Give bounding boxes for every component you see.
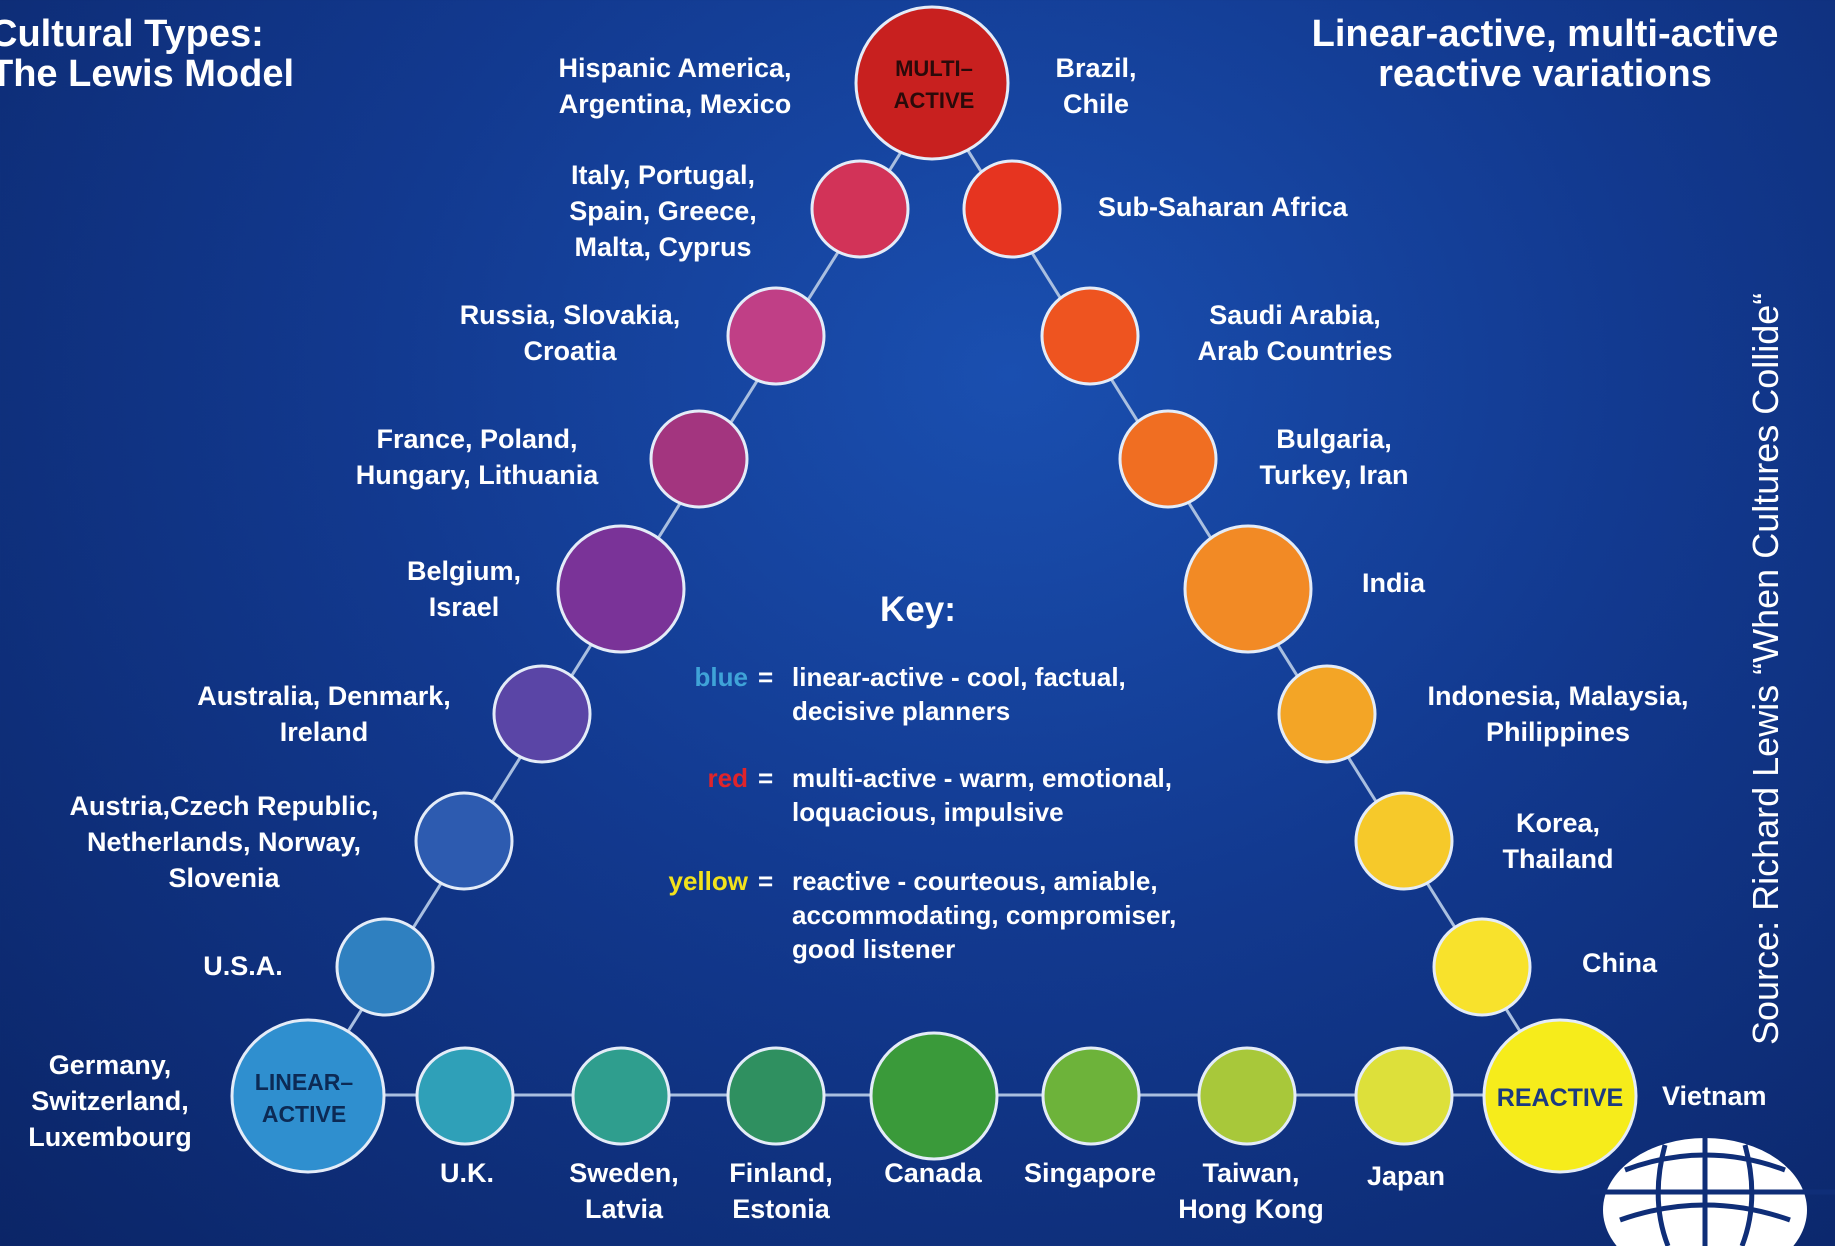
label-austria-czech: Austria,Czech Republic, Netherlands, Nor…: [69, 791, 379, 893]
node-circles: [230, 5, 1638, 1174]
key-blue-description: linear-active - cool, factual, decisive …: [792, 662, 1126, 726]
reactive-vertex: [1482, 1018, 1638, 1174]
node-singapore: [1041, 1046, 1141, 1146]
linear-active-vertex: [230, 1018, 386, 1174]
label-sweden-latvia: Sweden, Latvia: [569, 1158, 679, 1224]
label-germany-switzerland: Germany, Switzerland, Luxembourg: [28, 1050, 192, 1152]
node-korea: [1354, 791, 1454, 891]
node-sweden: [571, 1046, 671, 1146]
node-usa: [335, 917, 435, 1017]
label-singapore: Singapore: [1023, 1158, 1157, 1188]
node-bulgaria: [1118, 409, 1218, 509]
node-subsaharan: [962, 159, 1062, 259]
key-yellow-description: reactive - courteous, amiable, accommoda…: [792, 866, 1177, 964]
node-indonesia: [1277, 664, 1377, 764]
node-italy: [810, 159, 910, 259]
title-right-line1: Linear-active, multi-active: [1311, 13, 1779, 55]
title-left: Cultural Types: The Lewis Model: [0, 14, 294, 94]
label-indonesia-malaysia: Indonesia, Malaysia, Philippines: [1427, 681, 1689, 747]
key-blue-equals: =: [758, 662, 774, 692]
linear-active-vertex-label-l2: ACTIVE: [262, 1101, 346, 1127]
node-russia: [726, 286, 826, 386]
label-vietnam: Vietnam: [1662, 1081, 1767, 1111]
node-canada: [869, 1031, 999, 1161]
title-right-line2: reactive variations: [1378, 53, 1712, 95]
title-left-line2: The Lewis Model: [0, 53, 295, 95]
label-bulgaria-turkey: Bulgaria, Turkey, Iran: [1259, 424, 1409, 490]
label-japan: Japan: [1366, 1161, 1446, 1191]
label-brazil-chile: Brazil, Chile: [1055, 53, 1137, 119]
key-red-description: multi-active - warm, emotional, loquacio…: [792, 763, 1172, 827]
linear-active-vertex-label-l1: LINEAR–: [255, 1069, 354, 1095]
label-taiwan-hong-kong: Taiwan, Hong Kong: [1178, 1158, 1324, 1224]
label-canada: Canada: [884, 1158, 982, 1188]
reactive-vertex-label: REACTIVE: [1497, 1084, 1623, 1112]
key-yellow-equals: =: [758, 866, 774, 896]
node-japan: [1354, 1046, 1454, 1146]
label-belgium-israel: Belgium, Israel: [406, 556, 522, 622]
node-saudi: [1040, 286, 1140, 386]
node-finland: [726, 1046, 826, 1146]
key-red-equals: =: [758, 763, 774, 793]
label-russia-slovakia: Russia, Slovakia, Croatia: [459, 300, 681, 366]
label-australia-denmark: Australia, Denmark, Ireland: [197, 681, 451, 747]
multi-active-vertex-label-l1: MULTI–: [895, 56, 973, 81]
multi-active-vertex-label-l2: ACTIVE: [894, 88, 975, 113]
label-india: India: [1362, 568, 1426, 598]
node-uk: [415, 1046, 515, 1146]
key-yellow-word: yellow: [668, 866, 748, 896]
label-uk: U.K.: [440, 1158, 494, 1188]
node-china: [1432, 917, 1532, 1017]
label-italy-portugal: Italy, Portugal, Spain, Greece, Malta, C…: [569, 160, 757, 262]
label-sub-saharan-africa: Sub-Saharan Africa: [1098, 192, 1348, 222]
key-red-word: red: [707, 763, 748, 793]
globe-logo-icon: [1590, 1136, 1835, 1246]
node-austria: [414, 791, 514, 891]
label-hispanic-america: Hispanic America, Argentina, Mexico: [558, 53, 792, 119]
node-india: [1183, 524, 1313, 654]
label-korea-thailand: Korea, Thailand: [1502, 808, 1614, 874]
node-australia: [492, 664, 592, 764]
title-left-line1: Cultural Types:: [0, 13, 264, 55]
node-belgium: [556, 524, 686, 654]
key-title: Key:: [880, 590, 956, 629]
label-finland-estonia: Finland, Estonia: [729, 1158, 833, 1224]
label-usa: U.S.A.: [203, 951, 283, 981]
key-blue-word: blue: [694, 662, 748, 692]
label-france-poland: France, Poland, Hungary, Lithuania: [355, 424, 599, 490]
title-right: Linear-active, multi-active reactive var…: [1235, 14, 1835, 94]
node-france: [649, 409, 749, 509]
label-saudi-arabia: Saudi Arabia, Arab Countries: [1197, 300, 1393, 366]
label-china: China: [1582, 948, 1658, 978]
node-taiwan: [1197, 1046, 1297, 1146]
multi-active-vertex: [854, 5, 1010, 161]
